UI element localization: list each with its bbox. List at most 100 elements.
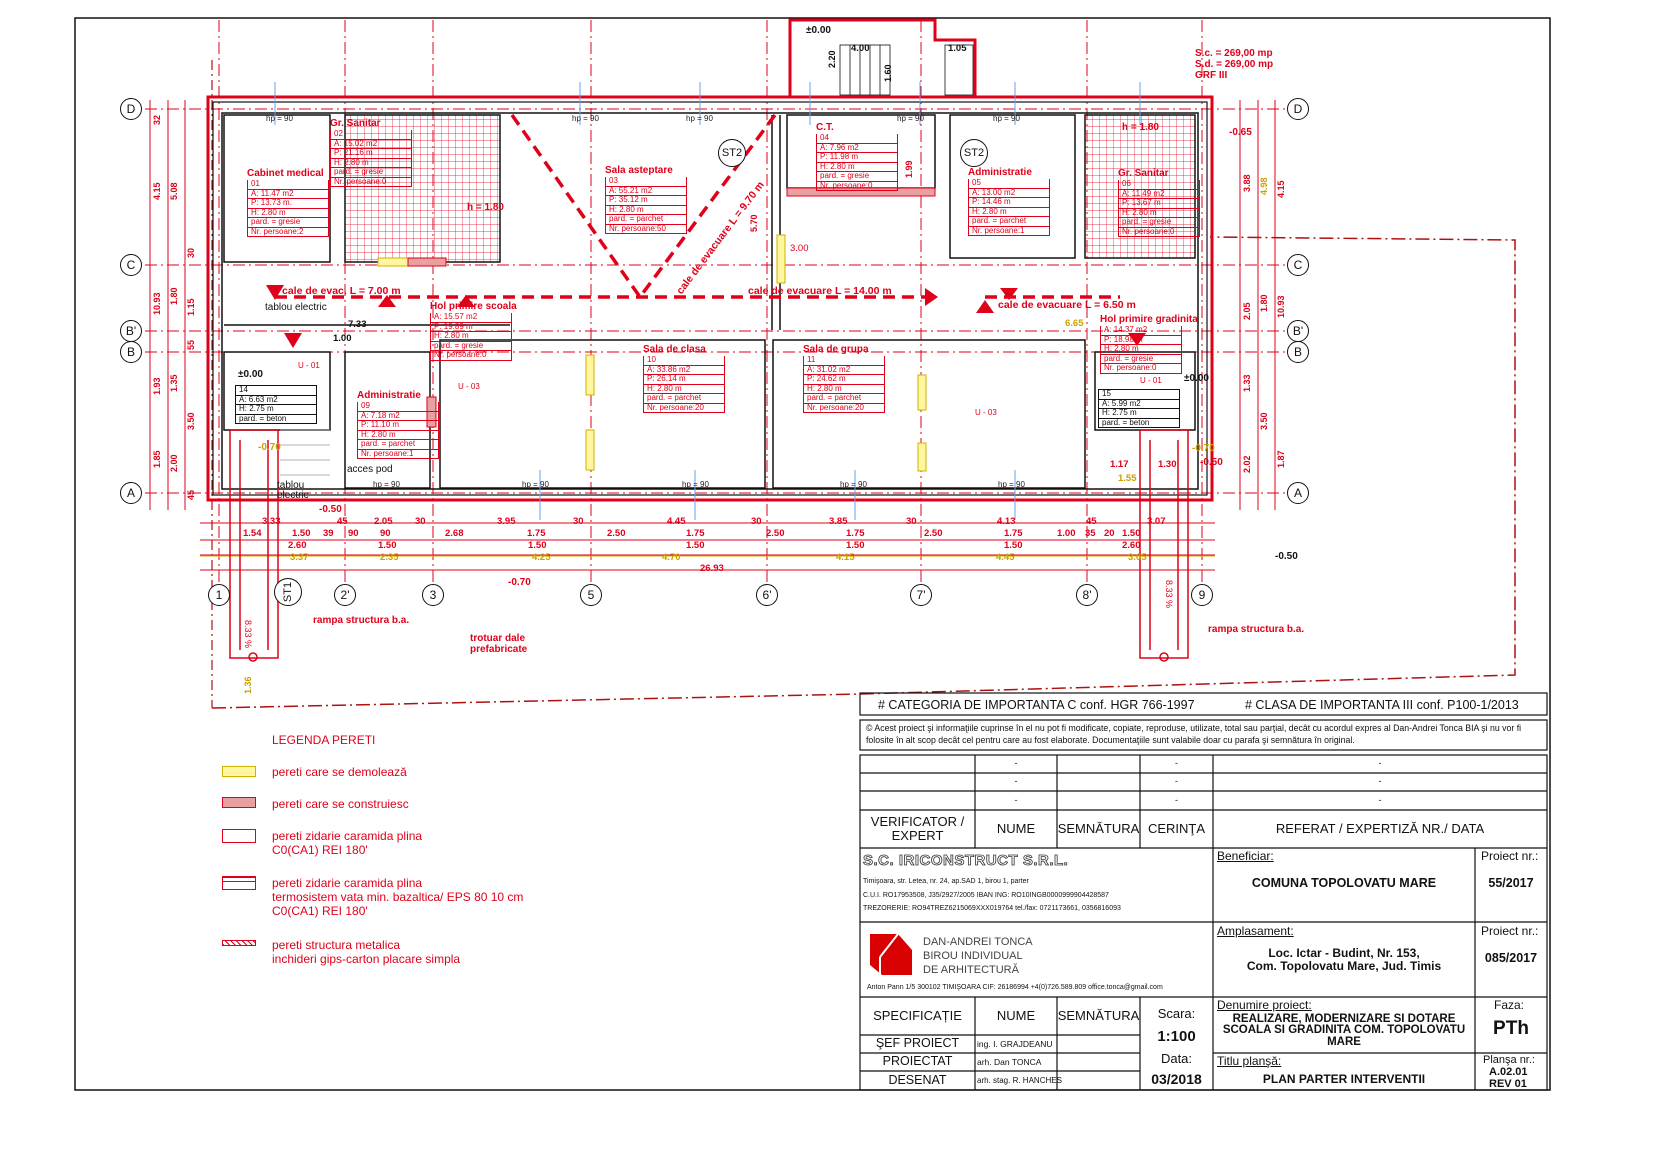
dim: 1.93 (152, 377, 162, 395)
axis-2prime: 2' (334, 584, 356, 606)
name-proiectat: arh. Dan TONCA (977, 1057, 1042, 1067)
axis-8prime: 8' (1076, 584, 1098, 606)
room-a: A: 13.00 m2 (968, 188, 1050, 198)
room-a: A: 14.37 m2 (1100, 325, 1182, 336)
ramp-slope-right: 8.33 % (1164, 580, 1174, 609)
dim: 1.00 (333, 333, 352, 344)
firm-cui: C.U.I. RO17953508, J35/2927/2005 IBAN IN… (863, 892, 1109, 899)
date-value: 03/2018 (1151, 1070, 1202, 1087)
room-pard: pard. = beton (1098, 418, 1180, 428)
room-h: H: 2.80 m (357, 430, 439, 440)
dim: 1.75 (846, 528, 865, 539)
door-u01-left: U - 01 (298, 361, 320, 370)
room-p: P: 24.62 m (803, 374, 885, 385)
dim: 3.88 (1242, 174, 1252, 192)
room-pers: Nr. persoane:50 (605, 224, 687, 234)
dim: 4.15 (836, 552, 855, 563)
dim: 1.54 (243, 528, 262, 539)
level-minus-065: -0.65 (1229, 127, 1252, 138)
room-h: H: 2.75 m (235, 404, 317, 415)
dim: 1.50 (1004, 540, 1023, 551)
room-name: Cabinet medical (247, 168, 324, 179)
firm-name: S.C. IRICONSTRUCT S.R.L. (863, 852, 1069, 870)
dim: 1.75 (527, 528, 546, 539)
room-h: H: 2.80 m (968, 207, 1050, 217)
room-h: H: 2.80 m (1100, 344, 1182, 355)
room-p: P: 35.12 m (605, 195, 687, 206)
room-p: P: 11.10 m (357, 420, 439, 431)
legend-line: pereti structura metalica (272, 938, 401, 952)
room-pard: pard. = parchet (605, 214, 687, 225)
room-name: Hol primire scoala (430, 301, 517, 312)
legend-line: inchideri gips-carton placare simpla (272, 952, 461, 966)
axis-1: 1 (208, 584, 230, 606)
room-pard: pard. = gresie (1100, 354, 1182, 364)
header-semnatura: SEMNĂTURA (1057, 821, 1140, 837)
dim: 1.55 (1118, 473, 1137, 484)
dim: 4.00 (851, 43, 870, 54)
label-tablou-electric-2: tablou electric (277, 480, 309, 501)
room-no: 11 (803, 355, 885, 366)
dim: 5.08 (169, 182, 179, 200)
window-sill-height: hp = 90 (266, 114, 293, 123)
dim: 2.02 (1242, 455, 1252, 473)
axis-b-left: B (120, 341, 142, 363)
room-p: P: 18.98 m (1100, 335, 1182, 345)
level-minus-070: -0.70 (1192, 443, 1215, 454)
dim: 1.33 (1242, 374, 1252, 392)
dim: 39 (323, 528, 334, 539)
dim: 1.87 (1276, 450, 1286, 468)
revision: REV 01 (1489, 1078, 1527, 1090)
header-specificatie: SPECIFICAȚIE (873, 1008, 962, 1024)
dim: 4.98 (1259, 177, 1269, 195)
dim: 30 (751, 516, 762, 527)
window-sill-height: hp = 90 (373, 480, 400, 489)
room-name: Sala asteptare (605, 165, 673, 176)
dim: 3.07 (1147, 516, 1166, 527)
label-tablou-electric-1: tablou electric (265, 302, 327, 313)
copyright-notice: © Acest proiect şi informaţiile cuprinse… (866, 723, 1522, 746)
bia-line: BIROU INDIVIDUAL (923, 950, 1023, 962)
room-pard: pard. = parchet (643, 393, 725, 404)
room-no: 06 (1118, 179, 1200, 190)
level-right-entry: ±0.00 (1184, 373, 1209, 384)
dim: 45 (1086, 516, 1097, 527)
sheet-border (74, 17, 1551, 1091)
axis-c-right: C (1287, 254, 1309, 276)
dim: 1.15 (186, 298, 196, 316)
room-no: 04 (816, 133, 898, 144)
dim: 4.45 (667, 516, 686, 527)
dim: 30 (186, 247, 196, 258)
surface-sc: S.c. = 269,00 mp (1195, 48, 1273, 59)
room-cabinet-medical (223, 114, 331, 263)
header-verificator: VERIFICATOR / EXPERT (870, 814, 965, 843)
room-h: H: 2.80 m (605, 205, 687, 215)
dim: 1.50 (686, 540, 705, 551)
surface-sd: S.d. = 269,00 mp (1195, 59, 1274, 70)
bia-line: DE ARHITECTURĂ (923, 964, 1019, 976)
axis-d-right: D (1287, 98, 1309, 120)
label-rampa-left: rampa structura b.a. (313, 615, 410, 626)
dim: 1.50 (292, 528, 311, 539)
dim: 2.00 (169, 454, 179, 472)
axis-bprime-right: B' (1287, 320, 1309, 342)
window-sill-height: hp = 90 (993, 114, 1020, 123)
faza-value: PTh (1493, 1018, 1529, 1040)
room-pers: Nr. persoane:0 (1100, 363, 1182, 374)
level-minus-070: -0.70 (508, 577, 531, 588)
room-no: 15 (1098, 389, 1180, 400)
room-a: A: 15.57 m2 (430, 312, 512, 323)
firm-treasury: TREZORERIE: RO94TREZ6215069XXX019764 tel… (863, 905, 1121, 912)
dim: 30 (415, 516, 426, 527)
room-no: 09 (357, 401, 439, 412)
room-pard: pard. = parchet (968, 216, 1050, 227)
room-p: P: 19.89 m (430, 322, 512, 332)
room-no: 14 (235, 385, 317, 396)
room-a: A: 33.86 m2 (643, 365, 725, 375)
